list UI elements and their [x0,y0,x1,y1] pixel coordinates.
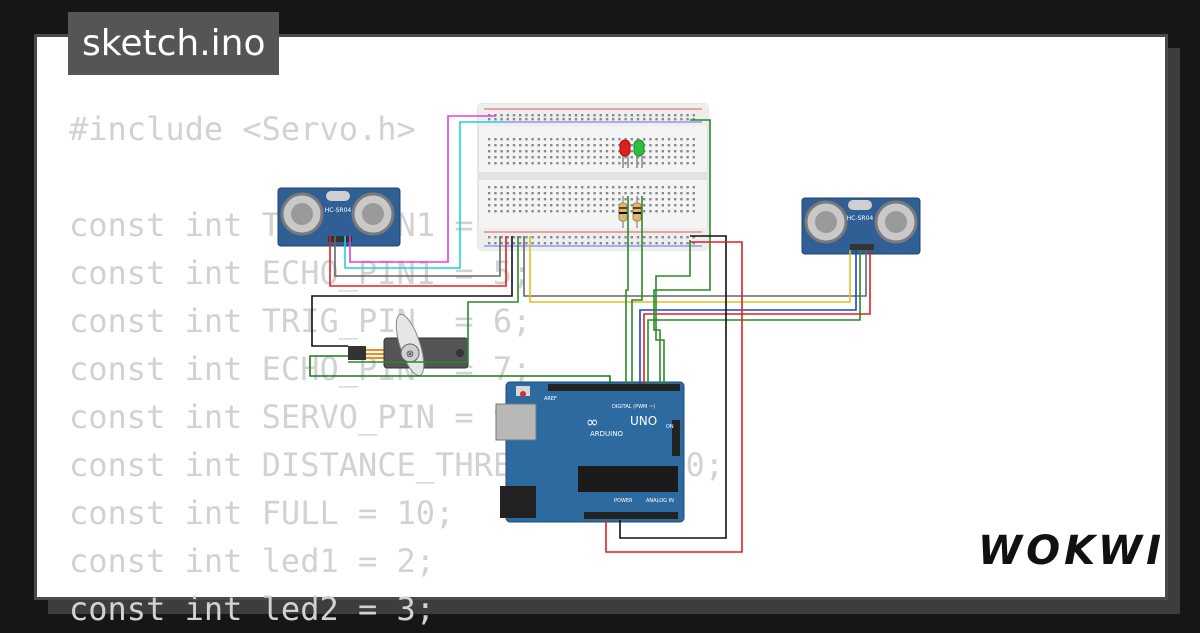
code-line: const int ECHO_PIN = 7; [69,350,532,388]
code-line: #include <Servo.h> [69,110,416,148]
servo-motor: ⊗ [348,313,469,377]
svg-text:∞: ∞ [586,413,599,431]
breadboard [477,103,709,251]
code-line: const int led2 = 3; [69,590,436,628]
svg-text:⊗: ⊗ [406,349,414,360]
file-title-tab: sketch.ino [68,12,280,75]
led-green [633,139,645,168]
board-brand: ARDUINO [590,430,623,438]
code-preview: #include <Servo.h>const int TRIG_PIN1 = … [69,105,724,633]
ultrasonic-sensor-right: HC-SR04 [801,197,921,255]
code-line: const int FULL = 10; [69,494,455,532]
on-label: ON [666,424,674,430]
wires [309,115,871,553]
board-model: UNO [630,414,657,428]
analog-label: ANALOG IN [646,498,674,504]
aref-label: AREF [544,396,557,402]
led-red [619,139,631,168]
digital-label: DIGITAL (PWM ~) [612,404,655,410]
code-line: const int led1 = 2; [69,542,436,580]
power-label: POWER [614,498,633,504]
ultrasonic-sensor-left: HC-SR04 [277,187,401,247]
sensor-left-label: HC-SR04 [325,207,352,214]
resistor-2 [632,196,642,228]
arduino-uno: ∞ UNO ARDUINO DIGITAL (PWM ~) POWER ANAL… [495,381,685,523]
code-line: const int SERVO_PIN = 9; [69,398,532,436]
sensor-right-label: HC-SR04 [847,215,874,222]
wokwi-logo: WOKWI [978,528,1166,574]
resistor-1 [618,196,628,228]
